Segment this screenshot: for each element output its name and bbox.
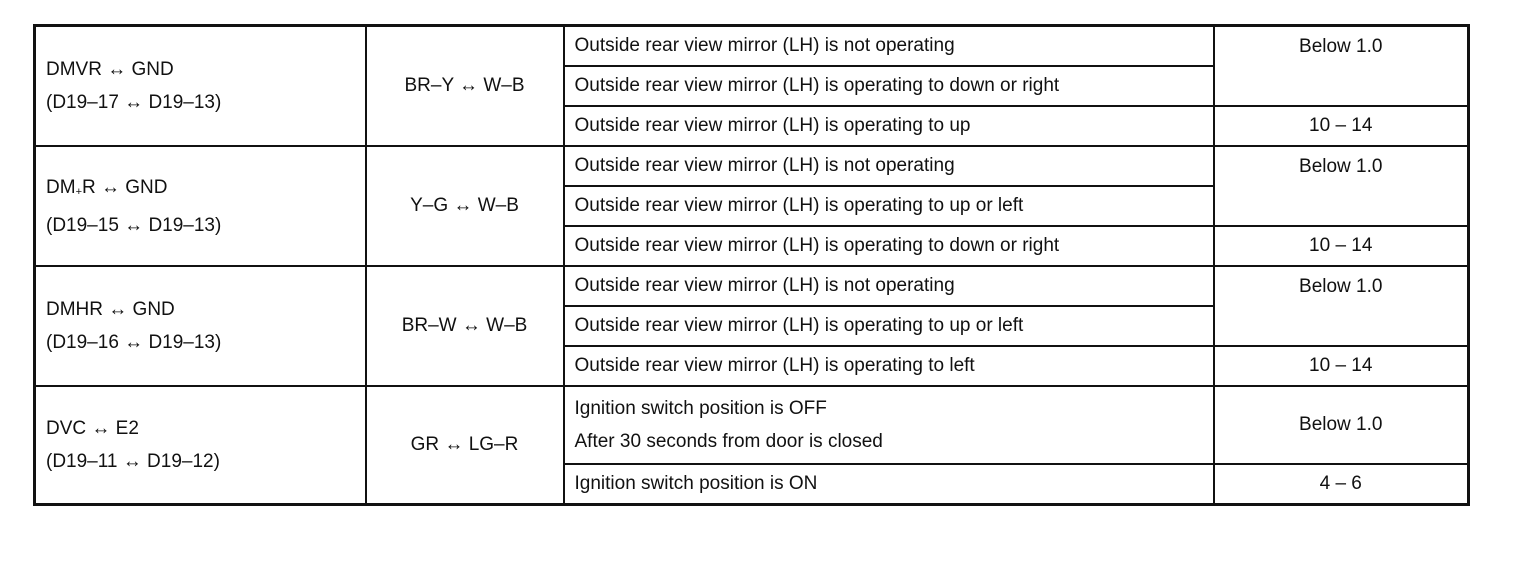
- wire-color: BR–W ↔ W–B: [364, 265, 565, 387]
- condition: Ignition switch position is ON: [562, 463, 1215, 506]
- table-row: Outside rear view mirror (LH) is operati…: [35, 225, 1470, 267]
- condition: Outside rear view mirror (LH) is not ope…: [562, 145, 1215, 187]
- terminal-cell: DM+R ↔ GND (D19–15 ↔ D19–13): [33, 145, 367, 267]
- spec-value: 10 – 14: [1212, 225, 1470, 267]
- terminal-cell: DVC ↔ E2 (D19–11 ↔ D19–12): [33, 385, 367, 506]
- table-row: DM+R ↔ GND (D19–15 ↔ D19–13) Y–G ↔ W–B O…: [33, 145, 1470, 267]
- terminal-name: DMVR ↔ GND: [46, 59, 174, 80]
- terminal-pins: (D19–16 ↔ D19–13): [46, 332, 222, 353]
- wire-color: Y–G ↔ W–B: [364, 145, 565, 267]
- spec-value: Below 1.0: [1212, 265, 1470, 347]
- terminal-name: DVC ↔ E2: [46, 418, 139, 439]
- spec-value: Below 1.0: [1212, 385, 1470, 465]
- table-row: Outside rear view mirror (LH) is operati…: [35, 185, 1469, 227]
- wire-color: BR–Y ↔ W–B: [364, 24, 565, 147]
- terminal-pins: (D19–15 ↔ D19–13): [46, 214, 222, 236]
- spec-value: Below 1.0: [1212, 24, 1470, 107]
- spec-value: Below 1.0: [1212, 145, 1470, 227]
- terminal-pins: (D19–11 ↔ D19–12): [46, 451, 220, 472]
- condition: Outside rear view mirror (LH) is operati…: [562, 305, 1215, 347]
- table-row: DMHR ↔ GND (D19–16 ↔ D19–13) BR–W ↔ W–B …: [33, 265, 1470, 387]
- condition: Outside rear view mirror (LH) is operati…: [562, 345, 1215, 387]
- terminal-cell: DMVR ↔ GND (D19–17 ↔ D19–13): [33, 24, 367, 147]
- condition-line: After 30 seconds from door is closed: [574, 431, 883, 452]
- table-row: Outside rear view mirror (LH) is operati…: [35, 105, 1470, 147]
- condition-line: Ignition switch position is OFF: [574, 398, 827, 419]
- table-row: Ignition switch position is ON 4 – 6: [35, 463, 1470, 506]
- spec-value: 10 – 14: [1212, 105, 1470, 147]
- table-row: Outside rear view mirror (LH) is operati…: [35, 65, 1469, 107]
- spec-value: 4 – 6: [1212, 463, 1470, 506]
- terminal-name: DMHR ↔ GND: [46, 299, 175, 320]
- table-row: Outside rear view mirror (LH) is operati…: [35, 345, 1470, 387]
- condition: Ignition switch position is OFF After 30…: [562, 385, 1215, 465]
- terminal-pins: (D19–17 ↔ D19–13): [46, 92, 222, 113]
- table-row: Outside rear view mirror (LH) is operati…: [35, 305, 1469, 347]
- terminal-name: DM+R ↔ GND: [46, 176, 168, 198]
- condition: Outside rear view mirror (LH) is operati…: [562, 185, 1215, 227]
- condition: Outside rear view mirror (LH) is operati…: [562, 225, 1215, 267]
- condition: Outside rear view mirror (LH) is operati…: [562, 105, 1215, 147]
- condition: Outside rear view mirror (LH) is not ope…: [562, 265, 1215, 307]
- terminal-cell: DMHR ↔ GND (D19–16 ↔ D19–13): [33, 265, 367, 387]
- table-row: DVC ↔ E2 (D19–11 ↔ D19–12) GR ↔ LG–R Ign…: [33, 385, 1470, 506]
- terminal-spec-table: DMVR ↔ GND (D19–17 ↔ D19–13) BR–Y ↔ W–B …: [33, 24, 1470, 506]
- condition: Outside rear view mirror (LH) is operati…: [562, 65, 1215, 107]
- wire-color: GR ↔ LG–R: [364, 385, 565, 506]
- condition: Outside rear view mirror (LH) is not ope…: [562, 24, 1215, 67]
- plus-subscript: +: [75, 185, 82, 198]
- spec-value: 10 – 14: [1212, 345, 1470, 387]
- table-row: DMVR ↔ GND (D19–17 ↔ D19–13) BR–Y ↔ W–B …: [33, 24, 1470, 147]
